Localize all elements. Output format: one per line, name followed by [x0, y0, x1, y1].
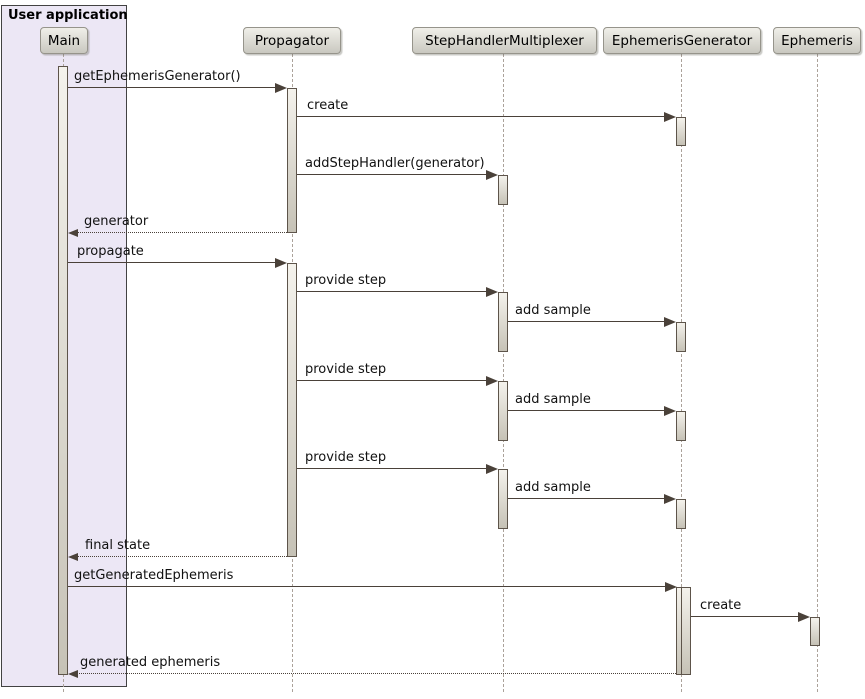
- message-line-9: [297, 468, 495, 469]
- arrowhead-icon: [68, 552, 78, 561]
- arrowhead-icon: [275, 257, 287, 268]
- message-line-12: [68, 586, 674, 587]
- message-line-4: [68, 262, 284, 263]
- activation-generator-sample-bar-3: [676, 499, 686, 529]
- lifeline-ephemeris: [816, 54, 818, 692]
- activation-propagator-bar-2: [287, 263, 297, 557]
- message-line-14: [71, 673, 676, 674]
- message-label: getGeneratedEphemeris: [74, 568, 234, 583]
- participant-multiplexer: StepHandlerMultiplexer: [412, 27, 597, 54]
- participant-main: Main: [40, 27, 88, 54]
- activation-ephemeris-create-bar: [810, 617, 820, 646]
- message-label: final state: [85, 538, 151, 553]
- message-label: propagate: [77, 244, 144, 259]
- activation-generator-sample-bar-2: [676, 411, 686, 441]
- participant-label-propagator: Propagator: [254, 32, 330, 49]
- arrowhead-icon: [664, 111, 676, 122]
- message-label: provide step: [305, 273, 387, 288]
- message-line-3: [71, 232, 287, 233]
- participant-label-generator: EphemerisGenerator: [611, 32, 753, 49]
- message-label: addStepHandler(generator): [305, 156, 485, 171]
- message-line-11: [71, 556, 287, 557]
- message-line-5: [297, 291, 495, 292]
- message-line-13: [691, 616, 807, 617]
- message-label: add sample: [515, 392, 591, 407]
- message-label: create: [307, 98, 349, 113]
- activation-generator-sample-bar-1: [676, 322, 686, 352]
- activation-generator-create-bar: [676, 117, 686, 146]
- arrowhead-icon: [664, 405, 676, 416]
- message-line-7: [297, 380, 495, 381]
- lifeline-generator: [680, 54, 682, 692]
- activation-generator-nested-bar: [681, 587, 691, 675]
- arrowhead-icon: [664, 316, 676, 327]
- arrowhead-icon: [486, 463, 498, 474]
- message-label: generator: [84, 214, 149, 229]
- arrowhead-icon: [665, 581, 677, 592]
- arrowhead-icon: [486, 169, 498, 180]
- frame-title: User application: [8, 8, 128, 23]
- message-line-2: [297, 174, 495, 175]
- message-label: getEphemerisGenerator(): [74, 69, 241, 84]
- message-line-8: [508, 410, 673, 411]
- message-label: add sample: [515, 480, 591, 495]
- participant-label-main: Main: [47, 32, 81, 49]
- activation-multiplexer-step-bar-2: [498, 381, 508, 441]
- arrowhead-icon: [68, 669, 78, 678]
- message-label: add sample: [515, 303, 591, 318]
- message-label: create: [700, 598, 742, 613]
- arrowhead-icon: [664, 493, 676, 504]
- participant-propagator: Propagator: [243, 27, 341, 54]
- activation-multiplexer-step-bar-1: [498, 292, 508, 352]
- arrowhead-icon: [798, 611, 810, 622]
- arrowhead-icon: [486, 286, 498, 297]
- message-line-10: [508, 498, 673, 499]
- message-line-1: [297, 116, 673, 117]
- activation-multiplexer-add-bar: [498, 175, 508, 205]
- activation-propagator-bar-1: [287, 88, 297, 233]
- message-line-6: [508, 321, 673, 322]
- participant-label-ephemeris: Ephemeris: [781, 32, 853, 49]
- message-line-0: [68, 87, 284, 88]
- arrowhead-icon: [486, 375, 498, 386]
- message-label: provide step: [305, 450, 387, 465]
- activation-multiplexer-step-bar-3: [498, 469, 508, 529]
- lifeline-multiplexer: [502, 54, 504, 692]
- arrowhead-icon: [275, 82, 287, 93]
- participant-generator: EphemerisGenerator: [603, 27, 761, 54]
- message-label: generated ephemeris: [80, 655, 221, 670]
- message-label: provide step: [305, 362, 387, 377]
- activation-main-bar: [58, 66, 68, 675]
- participant-ephemeris: Ephemeris: [773, 27, 861, 54]
- participant-label-multiplexer: StepHandlerMultiplexer: [425, 32, 584, 49]
- arrowhead-icon: [68, 228, 78, 237]
